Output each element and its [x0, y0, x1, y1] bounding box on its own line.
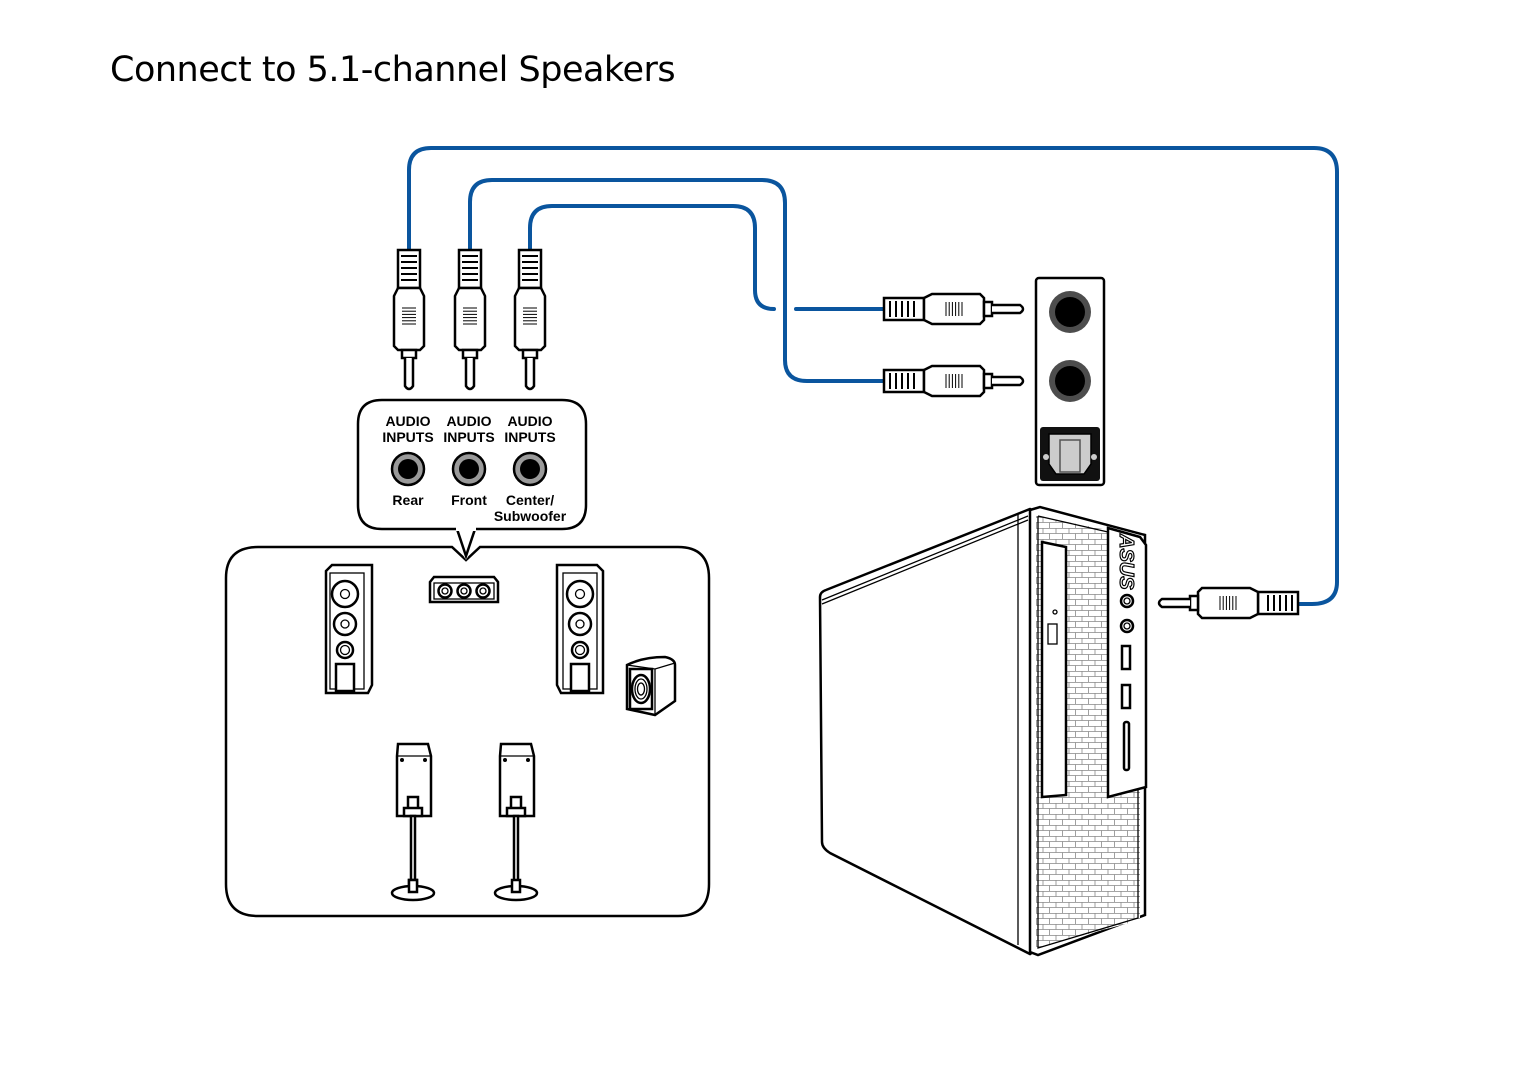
asus-pc-tower: ASUS: [818, 505, 1148, 957]
speaker-plugs: [392, 248, 547, 391]
cable-front: [468, 178, 886, 383]
audio-plug-rear-icon: [1157, 586, 1300, 620]
port-label-line1: AUDIO: [507, 413, 552, 429]
port-label-line2: INPUTS: [504, 429, 555, 445]
speaker-system: [224, 527, 711, 918]
usb-port-2-icon: [1120, 683, 1132, 710]
front-audio-jack-mic-icon: [1119, 618, 1135, 634]
audio-plug-vertical-icon: [392, 248, 426, 391]
audio-plug-center-sub-icon: [882, 292, 1025, 326]
port-name: Center/: [506, 492, 554, 508]
subwoofer-icon: [625, 655, 677, 717]
audio-jack-1-icon: [1049, 291, 1091, 333]
audio-jack-2-icon: [1049, 360, 1091, 402]
speaker-rear-right-icon: [493, 742, 539, 902]
cable-center-sub: [528, 204, 776, 311]
page-title: Connect to 5.1-channel Speakers: [110, 50, 676, 90]
speaker-rear-left-icon: [390, 742, 436, 902]
usb-port-1-icon: [1120, 644, 1132, 671]
pc-side-plugs: [882, 292, 1300, 620]
port-label-line2: INPUTS: [443, 429, 494, 445]
rear-audio-panel: [1034, 276, 1106, 487]
audio-input-panel: AUDIOINPUTSRearAUDIOINPUTSFrontAUDIOINPU…: [356, 398, 588, 559]
port-label-line1: AUDIO: [446, 413, 491, 429]
optical-drive-bay: [1040, 540, 1068, 799]
speaker-front-right-icon: [555, 563, 605, 695]
port-name: Front: [451, 492, 487, 508]
card-reader-slot-icon: [1122, 720, 1131, 772]
optical-spdif-port-icon: [1040, 427, 1100, 481]
audio-plug-front-icon: [882, 364, 1025, 398]
speaker-center-icon: [428, 575, 500, 604]
port-name-line2: Subwoofer: [494, 508, 567, 524]
cables: [407, 146, 1339, 606]
port-label-line1: AUDIO: [385, 413, 430, 429]
audio-plug-vertical-icon: [453, 248, 487, 391]
audio-plug-vertical-icon: [513, 248, 547, 391]
port-label-line2: INPUTS: [382, 429, 433, 445]
port-name: Rear: [392, 492, 424, 508]
cable-rear: [407, 146, 1339, 606]
speaker-front-left-icon: [324, 563, 374, 695]
asus-logo: ASUS: [1115, 533, 1137, 590]
front-audio-jack-headphone-icon: [1119, 593, 1135, 609]
